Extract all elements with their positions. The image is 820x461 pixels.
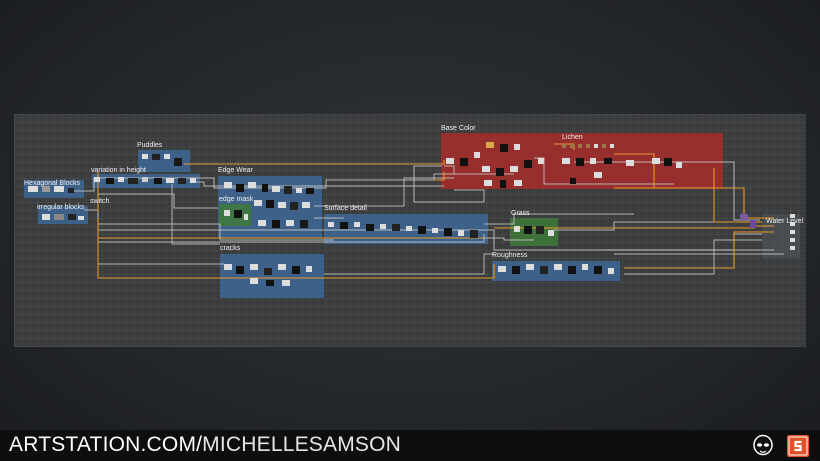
frame-label-irregular-blocks: irregular blocks <box>37 204 85 211</box>
orange-wires <box>97 143 774 279</box>
footer-bar: ARTSTATION.COM/MICHELLESAMSON <box>0 430 820 461</box>
frame-label-edge-wear: Edge Wear <box>218 167 253 174</box>
frame-label-puddles: Puddles <box>137 142 163 149</box>
frame-label-base-color: Base Color <box>441 125 476 132</box>
node-graph[interactable] <box>14 114 806 347</box>
frame-puddles <box>138 150 190 172</box>
frame-label-cracks: cracks <box>220 245 241 252</box>
frame-label-water-level: Water Level <box>766 218 804 225</box>
url-domain: ARTSTATION.COM/ <box>9 433 203 456</box>
frame-label-switch: switch <box>90 198 110 205</box>
frame-cracks <box>220 254 324 298</box>
frame-label-hexagonal-blocks: Hexagonal Blocks <box>24 180 81 187</box>
frame-output <box>762 214 800 258</box>
artstation-url[interactable]: ARTSTATION.COM/MICHELLESAMSON <box>9 433 401 457</box>
graph-nodes[interactable] <box>28 142 795 286</box>
substance-designer-icon <box>787 435 809 457</box>
node-graph-canvas[interactable]: Hexagonal Blocks irregular blocks variat… <box>14 114 806 347</box>
frame-label-grass: Grass <box>511 210 530 217</box>
frame-label-lichen: Lichen <box>562 134 583 141</box>
frame-label-variation-in-height: variation in height <box>91 167 146 174</box>
frame-label-roughness: Roughness <box>492 252 528 259</box>
url-username: MICHELLESAMSON <box>202 433 402 456</box>
alien-head-icon <box>753 434 773 456</box>
frame-label-edge-mask: edge mask <box>219 196 254 203</box>
frame-label-surface-detail: Surface detail <box>324 205 367 212</box>
grey-wires <box>74 157 784 275</box>
